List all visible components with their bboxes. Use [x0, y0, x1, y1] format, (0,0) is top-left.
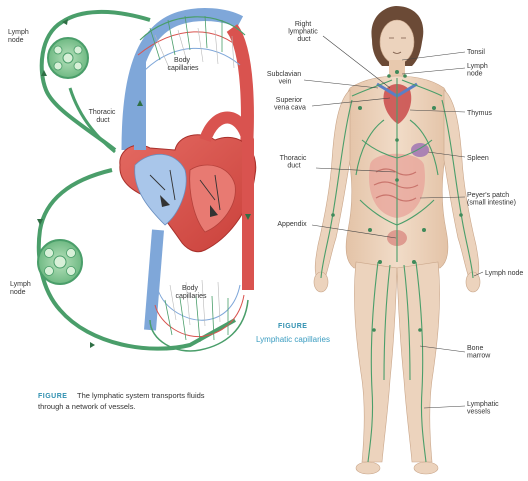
label-lymph-node-hand: Lymph node: [485, 270, 523, 277]
label-appendix: Appendix: [277, 221, 307, 228]
label-bone-marrow: Bone marrow: [467, 345, 491, 360]
lymph-node-top-label: Lymph node: [8, 29, 31, 44]
body-capillaries-top-label: Body capillaries: [167, 57, 199, 72]
label-thymus: Thymus: [467, 110, 492, 117]
thoracic-duct-label: Thoracic duct: [89, 109, 118, 124]
label-thoracic-duct: Thoracic duct: [280, 155, 309, 170]
label-subclavian-vein: Subclavian vein: [267, 71, 303, 86]
caption-line-2: through a network of vessels.: [38, 402, 136, 411]
label-right-lymphatic-duct: Right lymphatic duct: [288, 21, 320, 43]
caption-line-1: The lymphatic system transports fluids: [77, 391, 205, 400]
heart: [120, 135, 256, 252]
label-lymphatic-vessels: Lymphatic vessels: [467, 401, 501, 416]
inferior-vena-cava: [150, 230, 158, 330]
label-lymph-node-neck: Lymph node: [467, 63, 490, 78]
label-peyers-patch: Peyer's patch (small intestine): [467, 192, 516, 207]
label-superior-vena-cava: Superior vena cava: [274, 97, 306, 112]
caption-figure-word: FIGURE: [38, 393, 67, 400]
lymph-node-top: [48, 38, 88, 78]
body-caption-title: Lymphatic capillaries: [256, 335, 330, 344]
body-diagram: Right lymphatic duct Subclavian vein Sup…: [256, 6, 523, 474]
label-tonsil: Tonsil: [467, 49, 485, 56]
lymph-node-bottom: [38, 240, 82, 284]
body-caption-figure-word: FIGURE: [278, 323, 307, 330]
label-spleen: Spleen: [467, 155, 489, 162]
circulation-diagram: Lymph node Lymph node Thoracic duct Body…: [8, 12, 256, 411]
lymph-node-bottom-label: Lymph node: [10, 281, 33, 296]
